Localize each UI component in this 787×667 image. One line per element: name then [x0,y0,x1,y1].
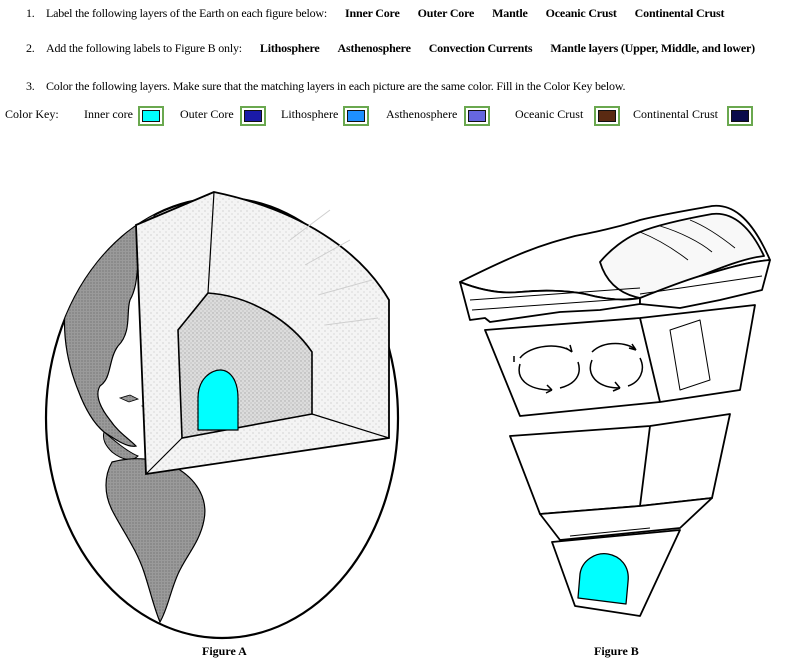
swatch-outer-core[interactable] [240,106,266,126]
key-label-outer-core: Outer Core [180,107,234,121]
swatch-inner-core[interactable] [138,106,164,126]
term-outer-core: Outer Core [417,6,475,20]
term-continental-crust: Continental Crust [634,6,725,20]
term-inner-core: Inner Core [345,6,400,20]
lower-mantle-band [539,497,713,541]
instruction-1-number: 1. [26,6,35,20]
figure-a-globe [44,191,400,640]
figure-b-caption: Figure B [594,644,639,658]
figure-a-caption: Figure A [202,644,247,658]
convection-current-right [589,342,644,392]
term-mantle: Mantle [492,6,528,20]
inner-core-figure-a [197,369,239,431]
instruction-1: 1. Label the following layers of the Eart… [26,6,724,21]
color-key: Color Key: Inner core Outer Core Lithosp… [0,104,787,130]
color-key-label: Color Key: [5,107,59,121]
swatch-continental-crust[interactable] [727,106,753,126]
south-america-landmass [105,458,206,624]
instruction-3-text: Color the following layers. Make sure th… [46,79,626,93]
convection-current-left [513,344,580,394]
term-lithosphere: Lithosphere [259,41,320,55]
term-convection-currents: Convection Currents [428,41,533,55]
swatch-oceanic-crust[interactable] [594,106,620,126]
key-label-continental-crust: Continental Crust [633,107,718,121]
key-label-lithosphere: Lithosphere [281,107,339,121]
inner-core-figure-b [577,553,629,605]
key-label-asthenosphere: Asthenosphere [386,107,458,121]
swatch-asthenosphere[interactable] [464,106,490,126]
instruction-1-text: Label the following layers of the Earth … [46,6,328,20]
instruction-2: 2. Add the following labels to Figure B o… [26,41,755,56]
term-asthenosphere: Asthenosphere [337,41,411,55]
instruction-2-number: 2. [26,41,35,55]
swatch-lithosphere[interactable] [343,106,369,126]
instruction-2-text: Add the following labels to Figure B onl… [46,41,242,55]
term-mantle-layers: Mantle layers (Upper, Middle, and lower) [550,41,755,55]
term-oceanic-crust: Oceanic Crust [545,6,617,20]
figure-b-wedge [459,204,771,617]
key-label-inner-core: Inner core [84,107,133,121]
instruction-3-number: 3. [26,79,35,93]
instruction-3: 3. Color the following layers. Make sure … [26,79,626,94]
upper-mantle-band [484,304,756,417]
key-label-oceanic-crust: Oceanic Crust [515,107,584,121]
